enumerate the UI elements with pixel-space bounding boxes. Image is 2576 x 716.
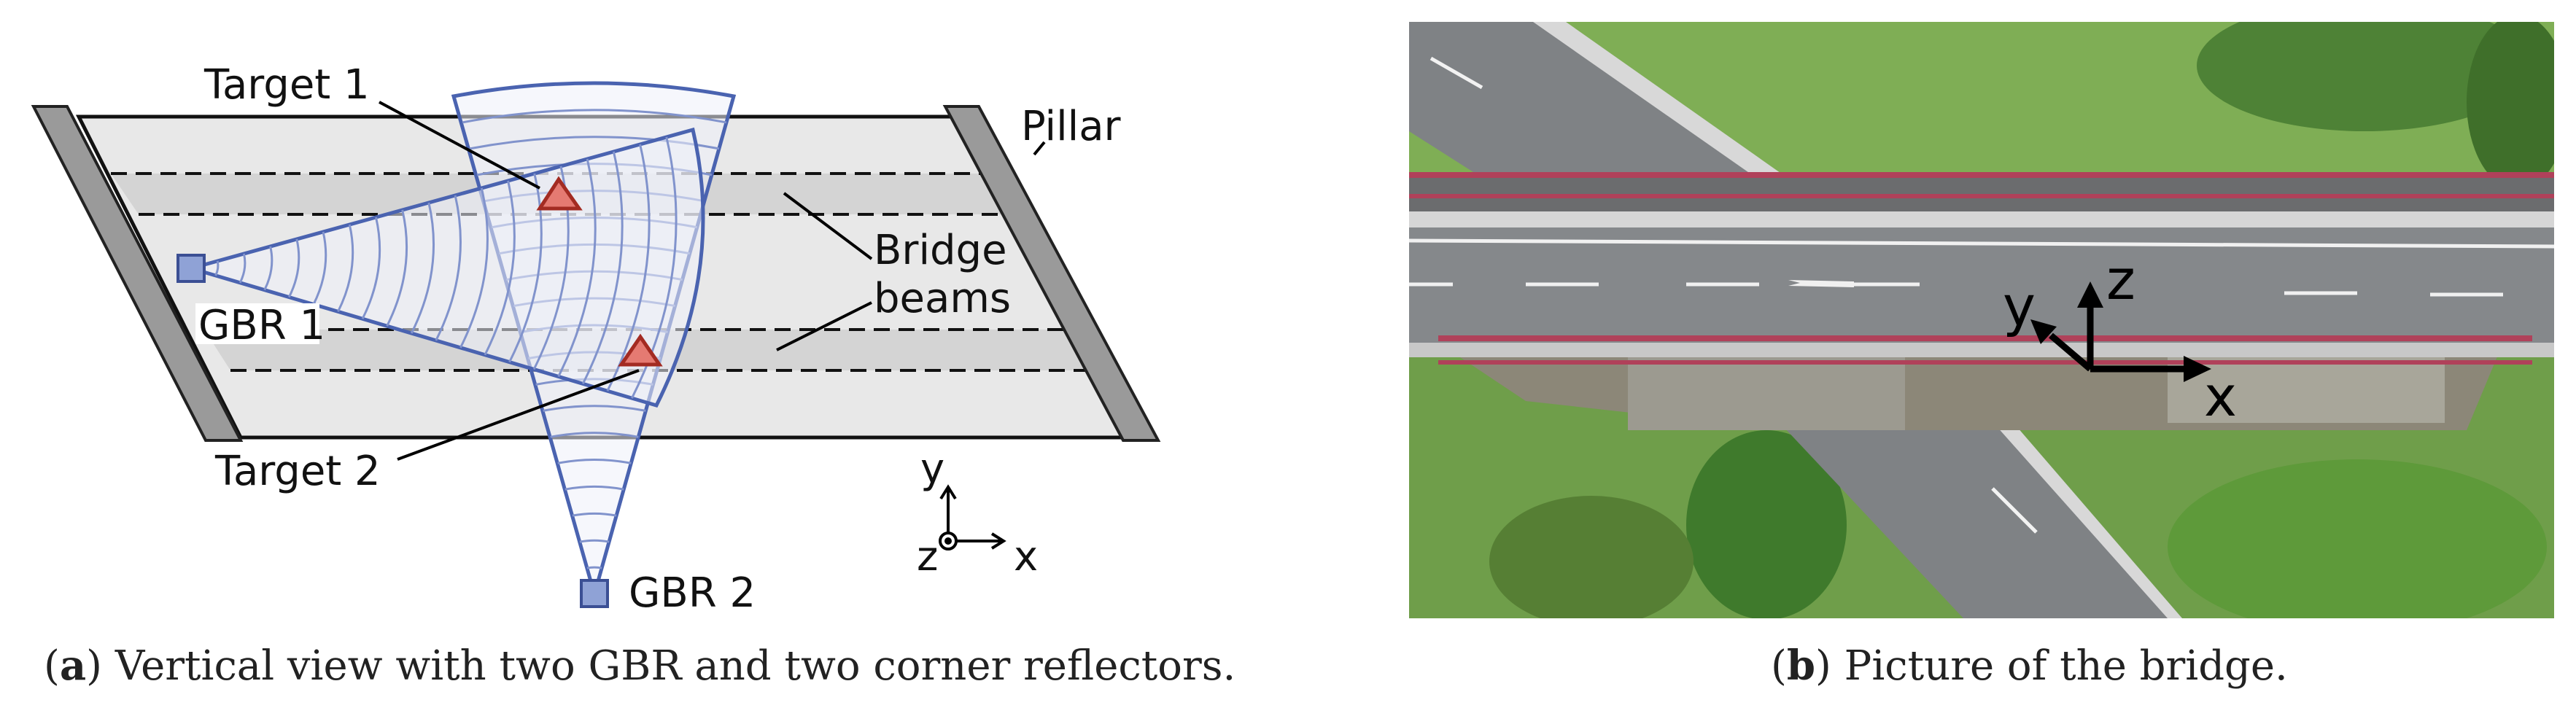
gbr1-range-arc	[508, 173, 543, 363]
target1-marker	[536, 176, 583, 211]
target2-marker	[618, 333, 663, 367]
gbr1-range-arc	[337, 224, 354, 313]
gbr1-range-arc	[459, 187, 489, 349]
railing-top	[1409, 172, 2554, 198]
gbr2-range-arc	[586, 566, 602, 569]
gbr1-range-arc	[263, 246, 273, 291]
caption-b-letter: b	[1786, 642, 1816, 690]
bridge-schematic: Target 1 Target 2 Pillar Bridge beams GB…	[31, 61, 1161, 617]
caption-b: (b) Picture of the bridge.	[1771, 642, 2288, 690]
label-beams: beams	[874, 275, 1011, 322]
photo-axis-x: x	[2204, 364, 2237, 429]
pillar-left	[31, 105, 244, 442]
gbr2-range-arc	[565, 485, 624, 491]
gbr1-range-arc	[410, 202, 435, 334]
gbr2-range-arc	[579, 539, 610, 543]
leader-lines	[379, 101, 1046, 461]
gbr1-label-bg	[195, 303, 319, 344]
caption-b-text: Picture of the bridge.	[1831, 642, 2288, 690]
axes-symbol	[939, 484, 1006, 550]
pillar-right	[942, 105, 1161, 442]
bridge-photo-drawing: z y x	[1409, 22, 2554, 618]
axis-x-label: x	[1014, 533, 1038, 580]
bridge-photo: z y x	[1409, 22, 2554, 618]
gbr1-range-arc	[581, 151, 624, 384]
gbr1-range-arc	[361, 217, 381, 319]
gbr1-range-arc	[238, 253, 247, 284]
gbr1-radar-box	[176, 254, 206, 283]
gbr1-range-arc	[287, 238, 300, 298]
gbr2-range-arc	[557, 459, 632, 464]
label-target1: Target 1	[203, 61, 370, 109]
gbr1-range-arc	[484, 180, 516, 356]
gbr1-range-arc	[435, 195, 462, 341]
photo-axes	[2030, 281, 2211, 382]
gbr2-range-arc	[462, 109, 727, 124]
gbr1-range-arc	[214, 260, 220, 276]
gbr1-range-arc	[606, 144, 651, 392]
photo-axis-y: y	[2003, 273, 2036, 338]
gbr2-range-arc	[572, 512, 617, 517]
label-bridge: Bridge	[874, 227, 1007, 274]
photo-axis-z: z	[2106, 247, 2135, 312]
axis-y-label: y	[920, 445, 944, 493]
gbr1-range-arc	[557, 158, 597, 378]
gbr2-radar-box	[580, 579, 609, 608]
gbr2-range-arc	[543, 405, 646, 412]
label-gbr2: GBR 2	[629, 569, 756, 617]
label-gbr1: GBR 1	[198, 302, 325, 349]
gbr1-range-arc	[312, 231, 327, 306]
gbr1-beam	[184, 127, 705, 408]
caption-a-letter: a	[59, 642, 87, 690]
caption-a: (a) Vertical view with two GBR and two c…	[44, 642, 1236, 690]
axis-z-label: z	[917, 533, 938, 580]
caption-a-text: Vertical view with two GBR and two corne…	[102, 642, 1236, 690]
gbr1-range-arc	[386, 209, 408, 327]
label-target2: Target 2	[214, 448, 381, 495]
gbr2-range-arc	[550, 432, 639, 438]
label-pillar: Pillar	[1021, 103, 1122, 150]
railing-bottom	[1438, 335, 2532, 365]
